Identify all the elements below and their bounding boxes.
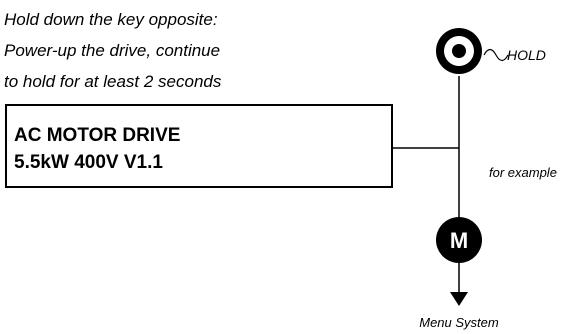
instruction-line-3: to hold for at least 2 seconds (4, 72, 222, 91)
example-label: for example (489, 165, 557, 180)
menu-system-label: Menu System (419, 315, 499, 330)
held-key-icon (436, 28, 482, 74)
m-key-label: M (450, 228, 468, 253)
drive-display-panel (5, 104, 393, 188)
down-arrow-icon (450, 292, 468, 306)
hold-wave-icon (483, 48, 509, 62)
hold-label: HOLD (507, 47, 546, 63)
display-line-2: 5.5kW 400V V1.1 (14, 152, 163, 173)
display-line-1: AC MOTOR DRIVE (14, 125, 180, 146)
instruction-line-1: Hold down the key opposite: (4, 10, 218, 29)
instruction-line-2: Power-up the drive, continue (4, 41, 221, 60)
m-key-icon (436, 217, 482, 263)
